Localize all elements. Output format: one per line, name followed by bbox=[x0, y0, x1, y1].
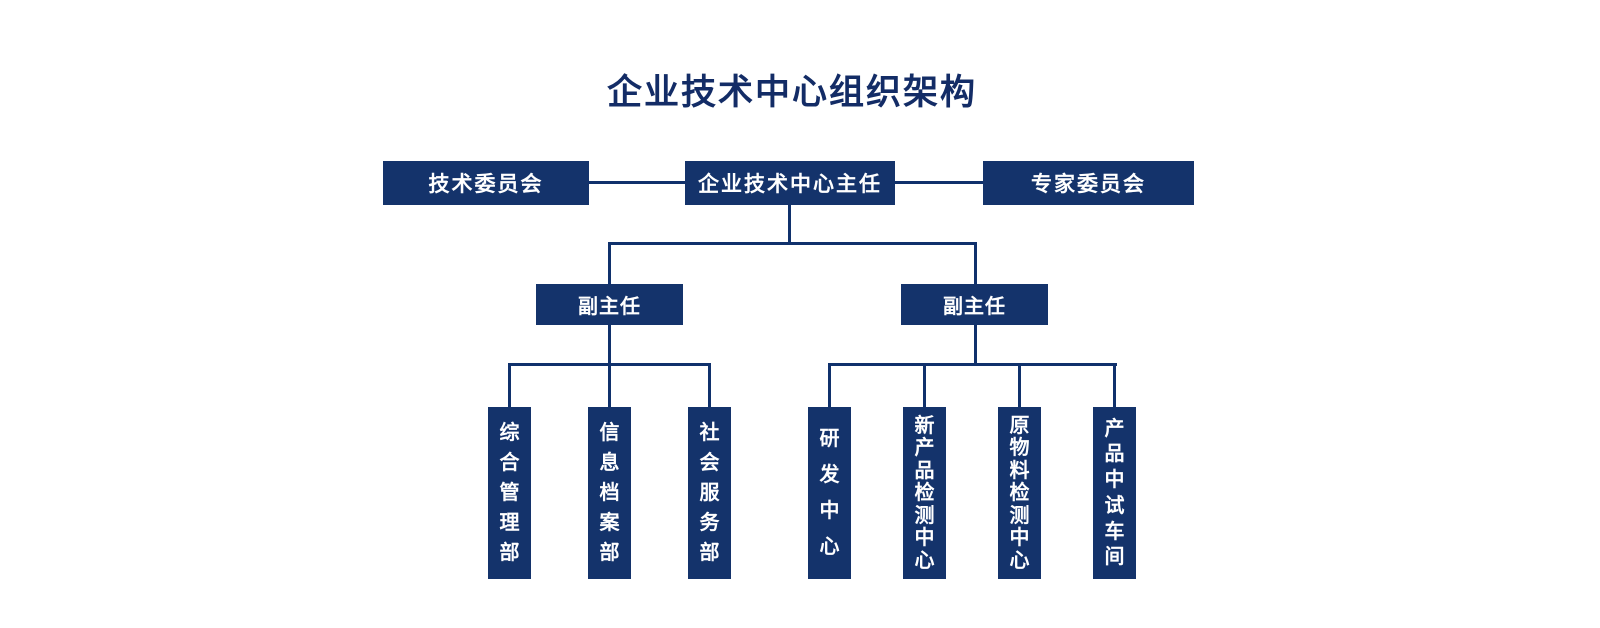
connector-left-deputy-drop bbox=[608, 242, 611, 284]
connector-right-child-1 bbox=[828, 363, 831, 407]
connector-tech-to-director bbox=[589, 181, 685, 184]
connector-director-to-expert bbox=[895, 181, 983, 184]
node-center-director: 企业技术中心主任 bbox=[685, 161, 895, 205]
connector-left-child-3 bbox=[708, 363, 711, 407]
node-expert-committee: 专家委员会 bbox=[983, 161, 1194, 205]
node-deputy-director-left: 副主任 bbox=[536, 284, 683, 325]
connector-right-child-2 bbox=[923, 363, 926, 407]
connector-director-drop bbox=[788, 205, 791, 244]
node-raw-material-testing-center: 原物料检测中心 bbox=[998, 407, 1041, 579]
connector-left-subtree-drop bbox=[608, 325, 611, 365]
connector-right-subtree-drop bbox=[974, 325, 977, 365]
connector-right-deputy-drop bbox=[974, 242, 977, 284]
node-tech-committee: 技术委员会 bbox=[383, 161, 589, 205]
connector-right-child-4 bbox=[1113, 363, 1116, 407]
connector-right-subtree-bar bbox=[828, 363, 1117, 366]
connector-left-child-2 bbox=[608, 363, 611, 407]
node-general-management-dept: 综合管理部 bbox=[488, 407, 531, 579]
connector-left-child-1 bbox=[508, 363, 511, 407]
node-deputy-director-right: 副主任 bbox=[901, 284, 1048, 325]
node-product-pilot-workshop: 产品中试车间 bbox=[1093, 407, 1136, 579]
chart-title: 企业技术中心组织架构 bbox=[606, 73, 977, 112]
connector-deputies-bar bbox=[608, 242, 977, 245]
node-new-product-testing-center: 新产品检测中心 bbox=[903, 407, 946, 579]
connector-right-child-3 bbox=[1018, 363, 1021, 407]
node-rd-center: 研发中心 bbox=[808, 407, 851, 579]
node-social-services-dept: 社会服务部 bbox=[688, 407, 731, 579]
node-information-archives-dept: 信息档案部 bbox=[588, 407, 631, 579]
